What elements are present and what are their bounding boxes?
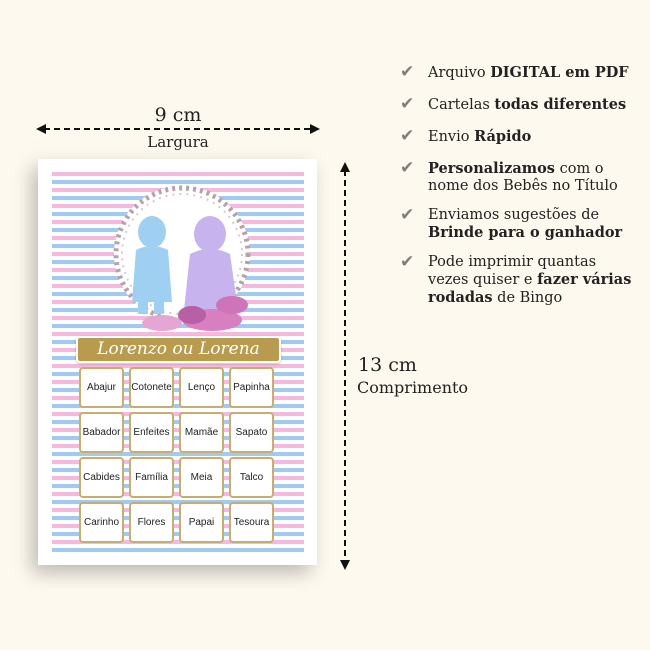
bingo-cell: Babador bbox=[79, 412, 124, 453]
boy-silhouette bbox=[132, 216, 172, 314]
bingo-cell: Talco bbox=[229, 457, 274, 498]
feature-text: Arquivo DIGITAL em PDF bbox=[428, 64, 629, 81]
bingo-cell: Lenço bbox=[179, 367, 224, 408]
bingo-cell: Papai bbox=[179, 502, 224, 543]
feature-item: ✔ Cartelas todas diferentes bbox=[400, 96, 640, 114]
flower-decoration bbox=[142, 296, 248, 331]
feature-item: ✔ Arquivo DIGITAL em PDF bbox=[400, 64, 640, 82]
bingo-cell: Carinho bbox=[79, 502, 124, 543]
card-title: Lorenzo ou Lorena bbox=[76, 336, 281, 363]
bingo-cell: Cotonete bbox=[129, 367, 174, 408]
feature-list: ✔ Arquivo DIGITAL em PDF ✔ Cartelas toda… bbox=[400, 64, 640, 307]
feature-item: ✔ Personalizamos com o nome dos Bebês no… bbox=[400, 160, 640, 195]
check-icon: ✔ bbox=[400, 205, 415, 225]
bingo-cell: Cabides bbox=[79, 457, 124, 498]
bingo-cell: Tesoura bbox=[229, 502, 274, 543]
bingo-cell: Meia bbox=[179, 457, 224, 498]
feature-item: ✔ Enviamos sugestões de Brinde para o ga… bbox=[400, 207, 640, 242]
feature-text: Envio Rápido bbox=[428, 128, 532, 145]
bingo-grid: Abajur Cotonete Lenço Papinha Babador En… bbox=[79, 367, 279, 543]
check-icon: ✔ bbox=[400, 252, 415, 272]
feature-item: ✔ Envio Rápido bbox=[400, 128, 640, 146]
wreath-illustration bbox=[113, 185, 251, 331]
feature-text: Enviamos sugestões de Brinde para o ganh… bbox=[428, 207, 623, 241]
feature-text: Cartelas todas diferentes bbox=[428, 96, 627, 113]
feature-text: Personalizamos com o nome dos Bebês no T… bbox=[428, 160, 618, 194]
feature-text: Pode imprimir quantas vezes quiser e faz… bbox=[428, 254, 632, 306]
width-value: 9 cm bbox=[154, 104, 202, 126]
feature-item: ✔ Pode imprimir quantas vezes quiser e f… bbox=[400, 254, 640, 307]
bingo-card: Lorenzo ou Lorena Abajur Cotonete Lenço … bbox=[52, 172, 304, 552]
bingo-cell: Sapato bbox=[229, 412, 274, 453]
check-icon: ✔ bbox=[400, 126, 415, 146]
bingo-cell: Flores bbox=[129, 502, 174, 543]
check-icon: ✔ bbox=[400, 62, 415, 82]
bingo-cell: Abajur bbox=[79, 367, 124, 408]
bingo-cell: Família bbox=[129, 457, 174, 498]
bingo-cell: Mamãe bbox=[179, 412, 224, 453]
width-label: Largura bbox=[147, 133, 209, 151]
check-icon: ✔ bbox=[400, 94, 415, 114]
bingo-cell: Papinha bbox=[229, 367, 274, 408]
girl-silhouette bbox=[184, 216, 238, 310]
height-value: 13 cm bbox=[358, 354, 417, 376]
height-label: Comprimento bbox=[357, 378, 469, 397]
check-icon: ✔ bbox=[400, 158, 415, 178]
bingo-cell: Enfeites bbox=[129, 412, 174, 453]
